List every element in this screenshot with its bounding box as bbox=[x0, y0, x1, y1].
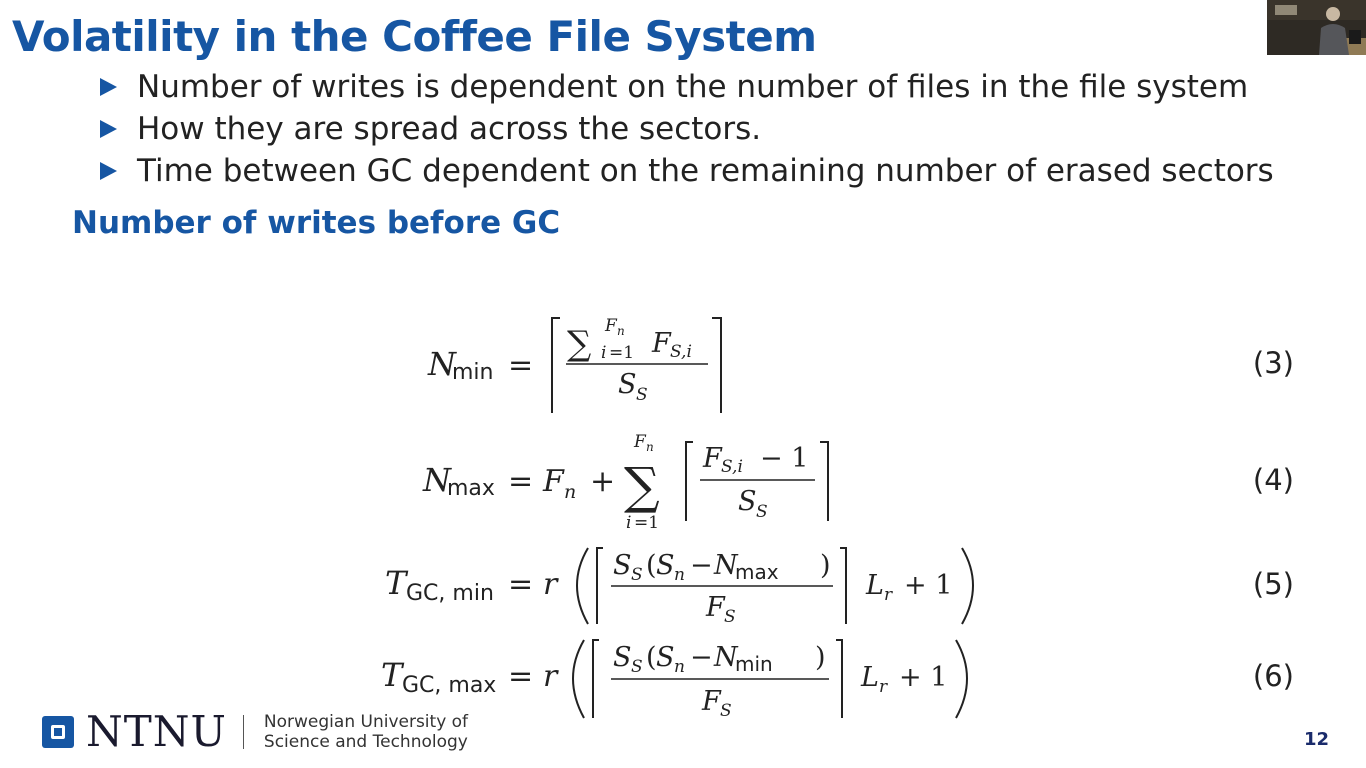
svg-text:S: S bbox=[720, 701, 732, 721]
svg-text:N: N bbox=[422, 461, 452, 499]
svg-text:N: N bbox=[427, 345, 457, 383]
svg-text:=: = bbox=[508, 567, 533, 602]
svg-text:F: F bbox=[604, 316, 618, 336]
svg-text:r: r bbox=[879, 677, 888, 697]
svg-text:F: F bbox=[701, 686, 722, 717]
triangle-bullet-icon bbox=[100, 120, 117, 138]
svg-text:(: ( bbox=[646, 550, 657, 581]
triangle-bullet-icon bbox=[100, 162, 117, 180]
svg-text:T: T bbox=[385, 564, 409, 602]
equation-number-3: (3) bbox=[1253, 346, 1294, 380]
svg-text:): ) bbox=[815, 642, 826, 673]
svg-text:=: = bbox=[508, 659, 533, 694]
svg-text:S: S bbox=[613, 550, 632, 581]
triangle-bullet-icon bbox=[100, 78, 117, 96]
ntnu-logo: NTNU Norwegian University of Science and… bbox=[42, 707, 468, 756]
slide-title: Volatility in the Coffee File System bbox=[12, 12, 817, 61]
logo-wordmark: NTNU bbox=[86, 707, 227, 756]
svg-text:L: L bbox=[865, 570, 884, 601]
svg-text:n: n bbox=[674, 565, 685, 585]
equation-6: T GC, max = r S S ( S n − N min ) F S L … bbox=[381, 639, 968, 721]
svg-text:=: = bbox=[508, 464, 533, 499]
institution-name: Norwegian University of Science and Tech… bbox=[263, 711, 469, 752]
eq5-lhs-subscript: GC, min bbox=[406, 581, 494, 606]
svg-text:S: S bbox=[631, 657, 643, 677]
svg-text:+ 1: + 1 bbox=[899, 662, 947, 693]
svg-text:N: N bbox=[713, 642, 739, 673]
ntnu-logo-icon bbox=[42, 715, 74, 748]
svg-text:S: S bbox=[738, 486, 757, 517]
svg-text:S: S bbox=[613, 642, 632, 673]
svg-text:S: S bbox=[618, 369, 637, 400]
svg-text:S: S bbox=[631, 565, 643, 585]
svg-text:n: n bbox=[617, 324, 625, 338]
svg-text:S: S bbox=[724, 607, 736, 627]
equation-5: T GC, min = r S S ( S n − N max ) F S L … bbox=[385, 547, 974, 627]
svg-text:r: r bbox=[543, 659, 559, 694]
svg-text:F: F bbox=[542, 464, 565, 499]
logo-divider bbox=[242, 714, 244, 749]
svg-text:+: + bbox=[590, 464, 615, 499]
svg-text:n: n bbox=[674, 657, 685, 677]
svg-text:r: r bbox=[884, 585, 893, 605]
svg-text:F: F bbox=[705, 592, 726, 623]
bullet-item: Number of writes is dependent on the num… bbox=[100, 66, 1274, 108]
presenter-video-thumbnail bbox=[1267, 0, 1366, 55]
svg-text:=: = bbox=[508, 348, 533, 383]
svg-text:=1: =1 bbox=[609, 343, 634, 363]
eq4-lhs-subscript: max bbox=[447, 476, 495, 501]
svg-text:n: n bbox=[564, 481, 576, 503]
equation-number-6: (6) bbox=[1253, 659, 1294, 693]
svg-text:=1: =1 bbox=[634, 513, 659, 533]
svg-text:r: r bbox=[543, 567, 559, 602]
eq6-lhs-subscript: GC, max bbox=[402, 673, 496, 698]
svg-text:F: F bbox=[633, 432, 647, 452]
bullet-list: Number of writes is dependent on the num… bbox=[100, 66, 1274, 192]
svg-text:L: L bbox=[860, 662, 879, 693]
eq6-inner-subscript: min bbox=[735, 652, 773, 676]
svg-text:+ 1: + 1 bbox=[904, 570, 952, 601]
svg-text:N: N bbox=[713, 550, 739, 581]
svg-text:S: S bbox=[636, 385, 648, 405]
svg-text:S: S bbox=[656, 642, 675, 673]
svg-text:i: i bbox=[626, 513, 631, 533]
bullet-item: Time between GC dependent on the remaini… bbox=[100, 150, 1274, 192]
svg-text:S: S bbox=[656, 550, 675, 581]
page-number: 12 bbox=[1303, 729, 1329, 750]
bullet-item: How they are spread across the sectors. bbox=[100, 108, 1274, 150]
equation-number-5: (5) bbox=[1253, 567, 1294, 601]
equation-number-4: (4) bbox=[1253, 463, 1294, 497]
svg-text:−: − bbox=[690, 550, 713, 581]
svg-text:−: − bbox=[690, 642, 713, 673]
svg-text:i: i bbox=[601, 343, 606, 363]
equation-3: N min = ∑ F n i =1 F S,i S S bbox=[427, 316, 722, 413]
svg-text:S,i: S,i bbox=[721, 457, 743, 477]
equation-4: N max = F n + ∑ F n i =1 F S,i − 1 S S bbox=[422, 432, 829, 533]
eq3-lhs-subscript: min bbox=[452, 360, 494, 385]
svg-text:n: n bbox=[646, 440, 654, 454]
svg-text:(: ( bbox=[646, 642, 657, 673]
svg-text:− 1: − 1 bbox=[760, 443, 808, 474]
eq5-inner-subscript: max bbox=[735, 560, 779, 584]
svg-text:∑: ∑ bbox=[624, 457, 660, 515]
svg-text:S,i: S,i bbox=[670, 342, 692, 362]
svg-text:T: T bbox=[381, 656, 405, 694]
svg-text:F: F bbox=[702, 443, 723, 474]
svg-text:S: S bbox=[756, 502, 768, 522]
svg-text:): ) bbox=[820, 550, 831, 581]
svg-text:F: F bbox=[651, 328, 672, 359]
section-subtitle: Number of writes before GC bbox=[72, 205, 561, 241]
svg-text:∑: ∑ bbox=[567, 324, 591, 364]
